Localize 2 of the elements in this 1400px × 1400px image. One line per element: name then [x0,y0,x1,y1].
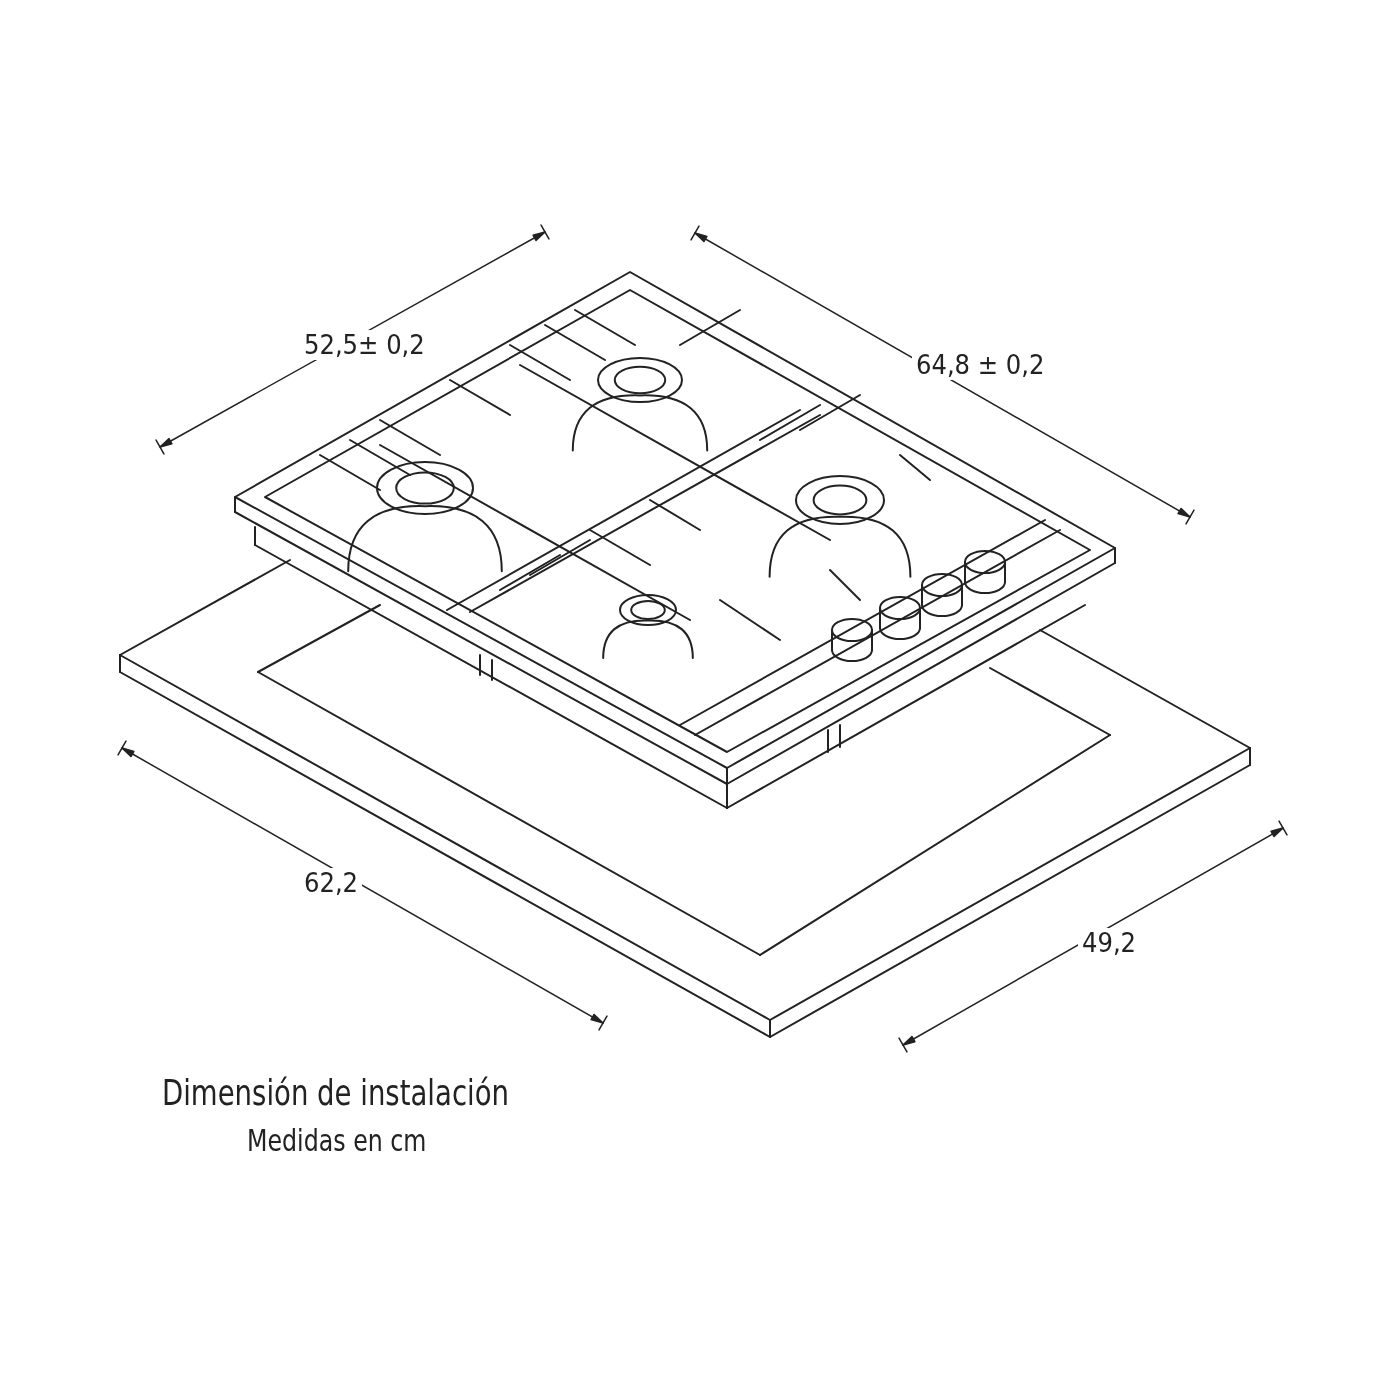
caption: Medidas en cm [247,1122,427,1158]
title: Dimensión de instalación [162,1072,509,1113]
